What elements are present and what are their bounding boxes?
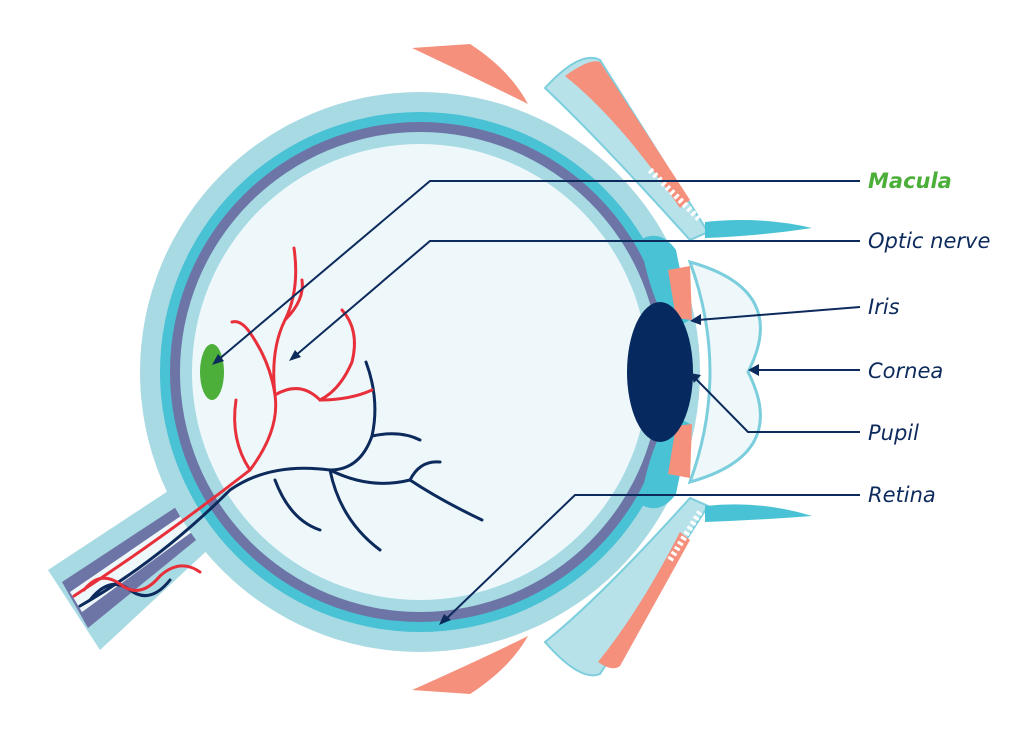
iris-label: Iris: [868, 295, 900, 319]
pupil-lens: [627, 302, 693, 442]
iris-leader: [697, 306, 861, 321]
pupil-leader: [694, 377, 860, 433]
optic-nerve-label: Optic nerve: [868, 229, 991, 253]
retina-label: Retina: [868, 483, 936, 507]
upper-eyelid: [543, 56, 812, 242]
cornea-shape: [687, 259, 762, 485]
iris-muscle-upper: [668, 266, 692, 320]
macula-leader: [217, 180, 860, 361]
pupil-label: Pupil: [868, 421, 919, 445]
lower-eyelid-muscle: [412, 636, 528, 694]
iris-muscle-lower: [668, 424, 692, 478]
lower-eyelid: [543, 496, 812, 677]
vitreous-body: [192, 144, 648, 600]
optic-nerve-leader: [294, 240, 860, 357]
leader-lines: [217, 180, 861, 621]
macula-label: Macula: [868, 169, 952, 193]
upper-eyelid-muscle: [412, 44, 528, 104]
leader-arrowheads: [212, 314, 759, 625]
cornea-label: Cornea: [868, 359, 944, 383]
macula-spot: [200, 344, 224, 400]
retina-leader: [444, 494, 860, 621]
